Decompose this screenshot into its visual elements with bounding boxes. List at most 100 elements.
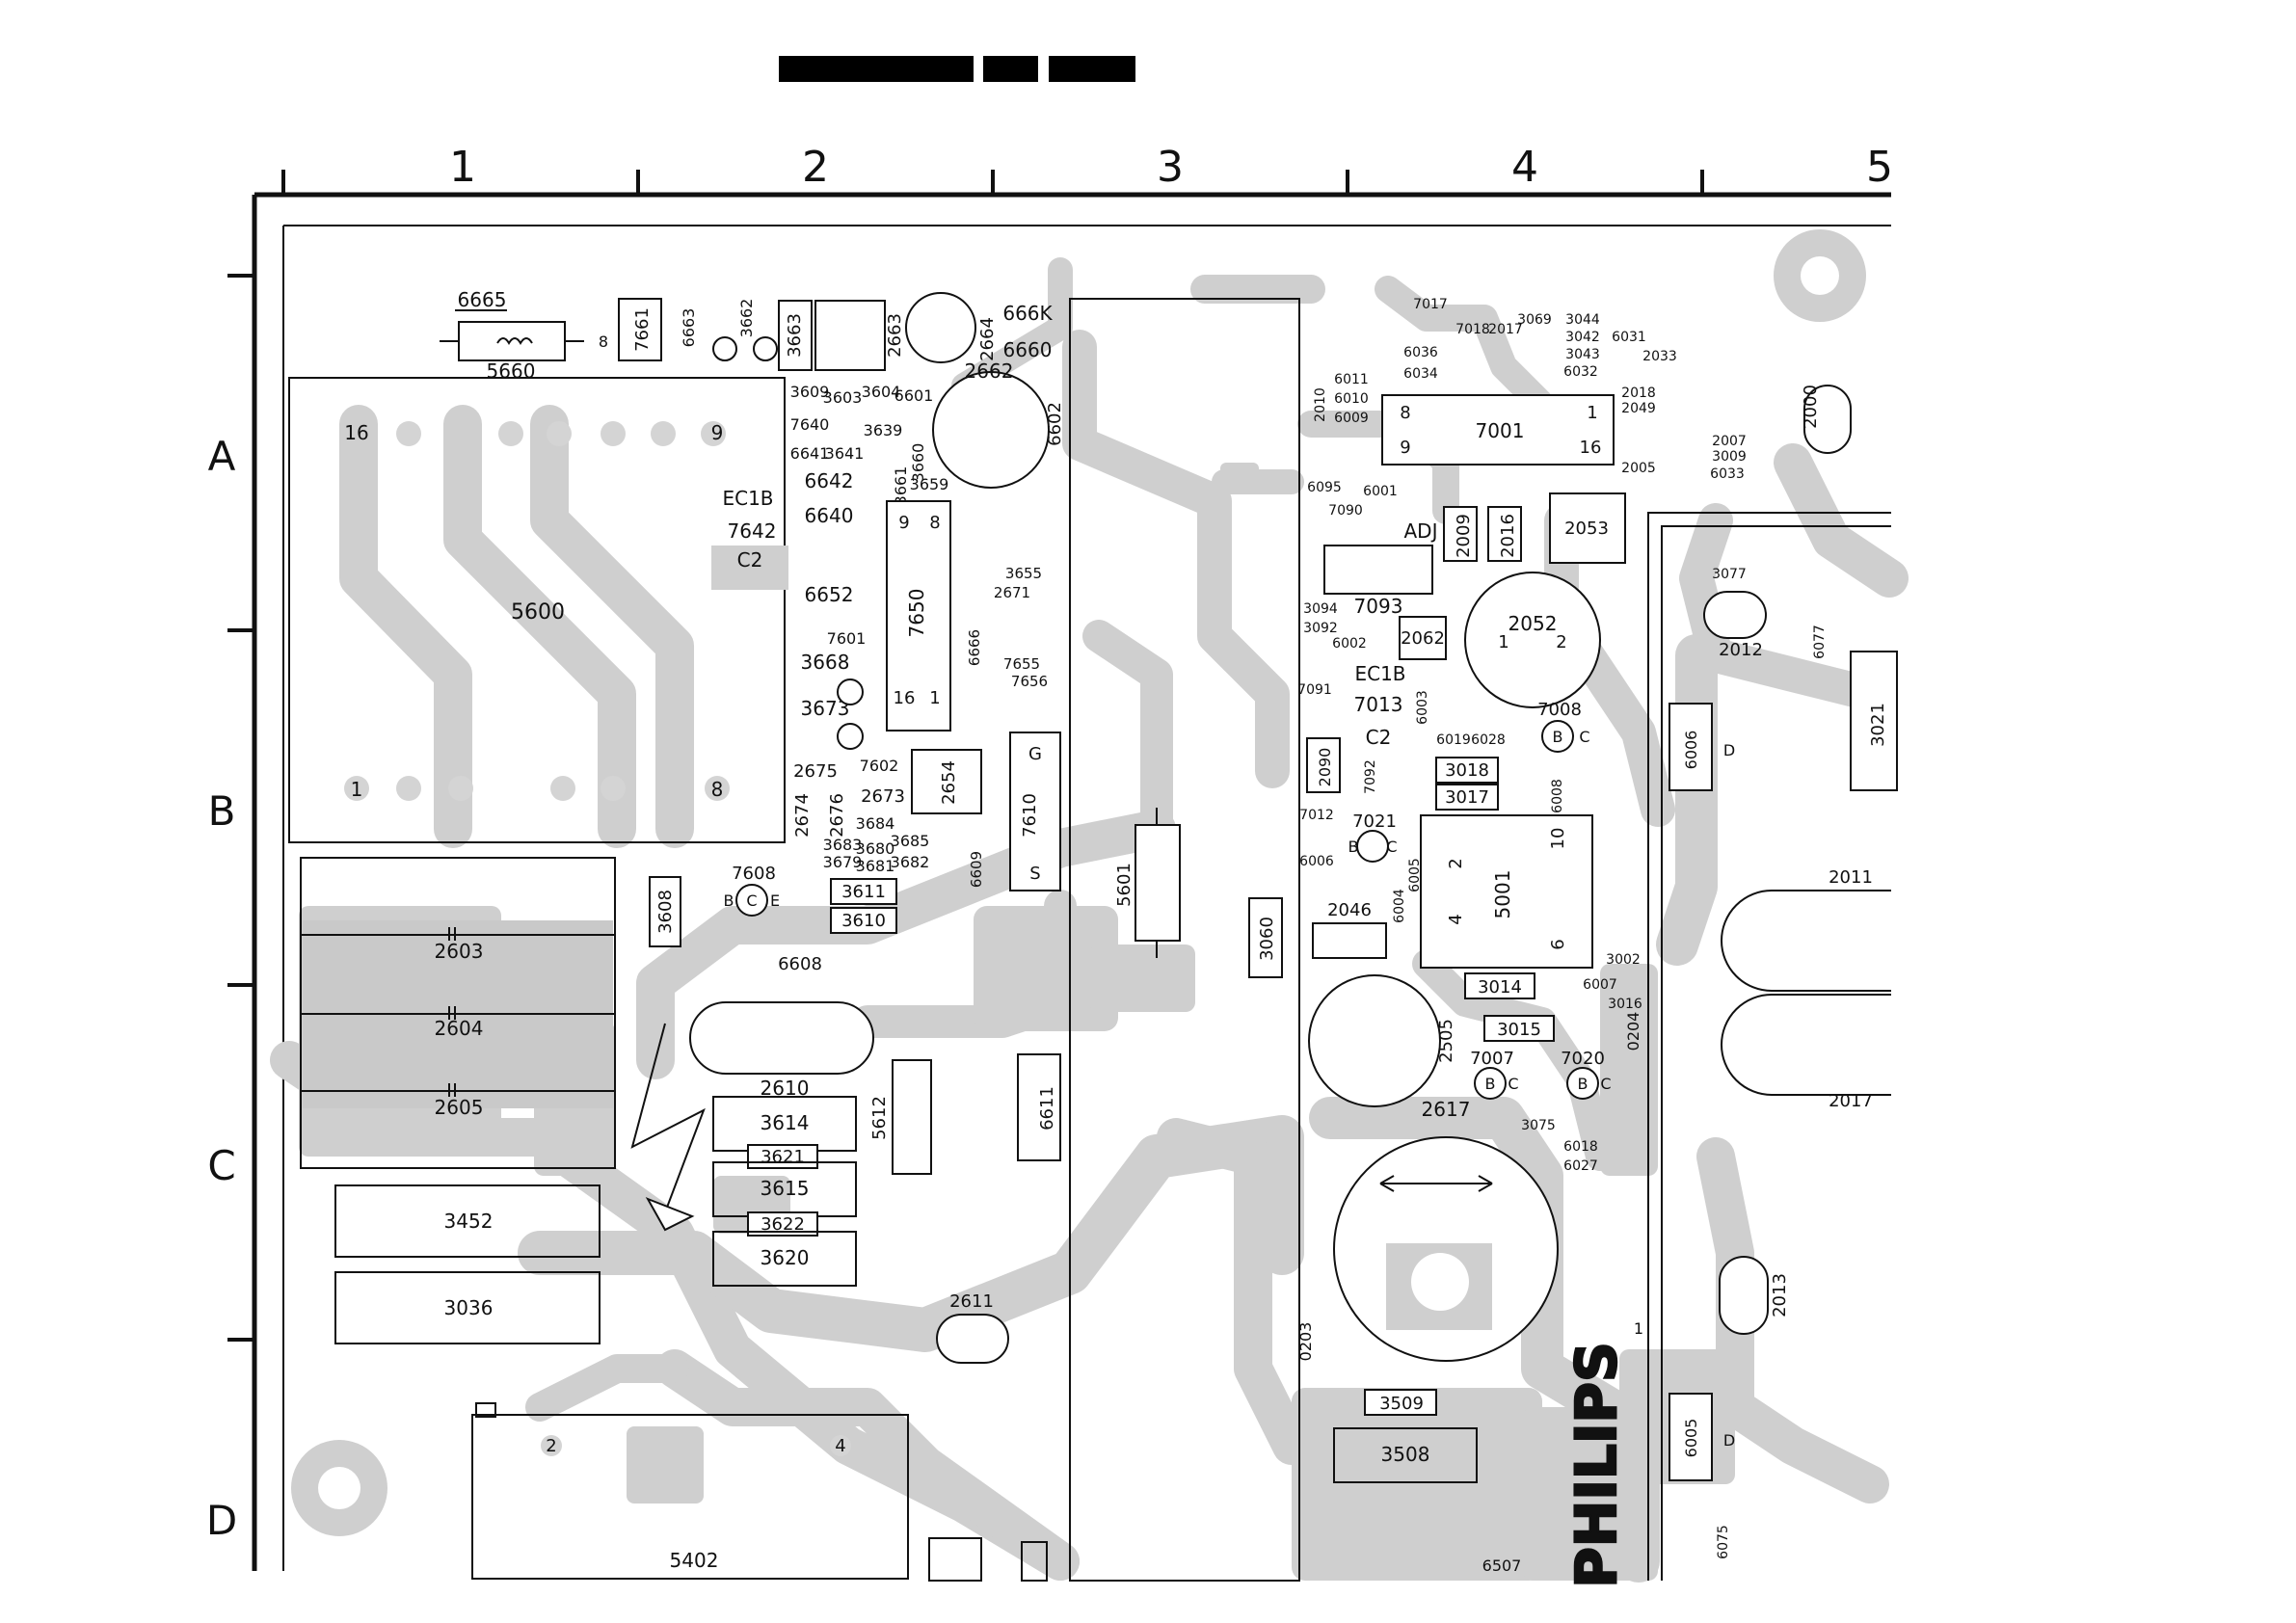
- capacitor-2011: 2011: [1721, 867, 1891, 992]
- component-label: 6009: [1334, 411, 1369, 426]
- resistor-3608: 3608: [649, 876, 681, 947]
- pin-label: 8: [711, 778, 724, 801]
- resistors-3014-3015: 3014 6007 3002 3016 0204 3015: [1464, 952, 1642, 1051]
- transistors-7007-7020: 7007 B C 7020 B C: [1470, 1049, 1612, 1100]
- component-label: 6665: [458, 288, 507, 311]
- pin-label: B: [1553, 728, 1563, 746]
- pin-label: 9: [898, 513, 909, 533]
- pin-label: 9: [1400, 438, 1410, 458]
- resistor-3036: 3036: [334, 1271, 601, 1344]
- component-label: EC1B: [1354, 662, 1405, 685]
- lightning-arrow: [630, 1023, 706, 1232]
- component-label: 3077: [1712, 567, 1747, 582]
- component-label: 3014: [1478, 977, 1522, 998]
- component-label: 7650: [905, 589, 928, 638]
- component-label: 7610: [1020, 793, 1040, 838]
- component-label: 3682: [891, 853, 930, 871]
- ic-7650: 9 8 16 1 7650: [886, 500, 951, 732]
- component-label: 666K: [1002, 302, 1053, 325]
- transistor-7008: 7008 B C: [1537, 700, 1590, 753]
- component-label: 6640: [805, 504, 854, 527]
- component-label: 3015: [1497, 1020, 1541, 1040]
- component-label: 2663: [885, 313, 905, 358]
- component-label: 2049: [1621, 401, 1656, 416]
- component-label: 3680: [856, 839, 895, 858]
- capacitor-2017: 2017: [1721, 994, 1891, 1111]
- component-label: 3663: [785, 313, 805, 358]
- component-label: 3509: [1379, 1394, 1424, 1414]
- resistor-3021: 3021: [1850, 651, 1898, 791]
- pin-label: 8: [929, 513, 940, 533]
- component-label: 2605: [435, 1096, 484, 1119]
- pin-label: 1: [351, 778, 363, 801]
- component-label: 3681: [856, 857, 895, 875]
- component-label: 2053: [1564, 519, 1609, 539]
- component-label: 6608: [778, 954, 822, 974]
- component-label: 5612: [869, 1096, 890, 1140]
- brand-logo: PHILIPS: [1563, 1342, 1629, 1587]
- component-label: 2009: [1454, 514, 1474, 558]
- pin-label: 2: [1446, 858, 1466, 868]
- component-label: 6034: [1403, 366, 1438, 382]
- component-label: 6601: [894, 386, 934, 405]
- component-label: 2010: [1313, 387, 1328, 422]
- capacitor-2662: 2662: [932, 359, 1050, 489]
- inductor-5612: 5612: [869, 1059, 932, 1175]
- component-label: 3660: [909, 443, 927, 483]
- component-label: 7007: [1470, 1049, 1514, 1069]
- component-label: 2016: [1498, 514, 1518, 558]
- header-bars: [779, 56, 1135, 82]
- row-label: A: [208, 433, 236, 480]
- component-label: 3684: [856, 814, 895, 833]
- component-label: 6666: [966, 629, 983, 666]
- transformer-5001: 10 2 4 6 5001: [1420, 814, 1593, 969]
- column-label: 2: [802, 143, 829, 192]
- component-label: 3075: [1521, 1118, 1556, 1133]
- capacitor-2663: 2663: [814, 300, 905, 371]
- component-label: 3622: [761, 1214, 805, 1235]
- component-label: 6028: [1471, 732, 1506, 748]
- pin-label: C: [1600, 1075, 1611, 1093]
- inductor-5601: 5601: [1114, 808, 1181, 958]
- capacitor-2654: 2654: [911, 749, 982, 814]
- component-label: 7001: [1476, 419, 1525, 442]
- component-label: 5402: [670, 1549, 719, 1572]
- component-label: 6075: [1716, 1525, 1731, 1559]
- component-label: 3604: [862, 383, 901, 401]
- component-label: 3661: [892, 466, 910, 506]
- component-label: 6004: [1392, 889, 1407, 923]
- capacitor-2000: 2000: [1801, 385, 1852, 454]
- component-label: 2664: [977, 317, 998, 361]
- component-label: 6036: [1403, 345, 1438, 360]
- pin-label: 9: [711, 421, 724, 444]
- pin-label: 4: [835, 1436, 845, 1456]
- component-label: 3018: [1445, 760, 1489, 781]
- pin-label: 16: [344, 421, 368, 444]
- fet-7610: G S 7610: [1009, 732, 1061, 891]
- grid-column-labels: 1 2 3 4 5: [449, 143, 1893, 192]
- resistor-3452: 3452: [334, 1184, 601, 1258]
- row-label: C: [207, 1142, 235, 1189]
- component-label: 7013: [1354, 693, 1403, 716]
- grid-frame: [227, 170, 1891, 1571]
- component-label: 3042: [1565, 330, 1600, 345]
- component-label: 7608: [732, 864, 776, 884]
- component-label: 7090: [1328, 503, 1363, 519]
- component-label: 6031: [1612, 330, 1646, 345]
- component-label: 5601: [1114, 863, 1135, 907]
- component-label: 3603: [823, 388, 863, 407]
- component-label: 3009: [1712, 449, 1747, 465]
- component-label: 3683: [823, 836, 863, 854]
- component-label: 7012: [1299, 808, 1334, 823]
- component-label: 3609: [790, 383, 830, 401]
- capacitor-2012: 2012 3077 6077: [1703, 567, 1828, 660]
- component-label: 2012: [1719, 640, 1763, 660]
- component-label: 3021: [1868, 703, 1888, 747]
- diode-6006: 6006 D: [1669, 703, 1735, 791]
- component-label: 2046: [1327, 900, 1372, 920]
- capacitor-2013: 2013 1: [1634, 1256, 1790, 1338]
- component-label: 5600: [511, 600, 565, 625]
- component-label: 3608: [655, 890, 676, 934]
- component-label: 0203: [1296, 1322, 1315, 1362]
